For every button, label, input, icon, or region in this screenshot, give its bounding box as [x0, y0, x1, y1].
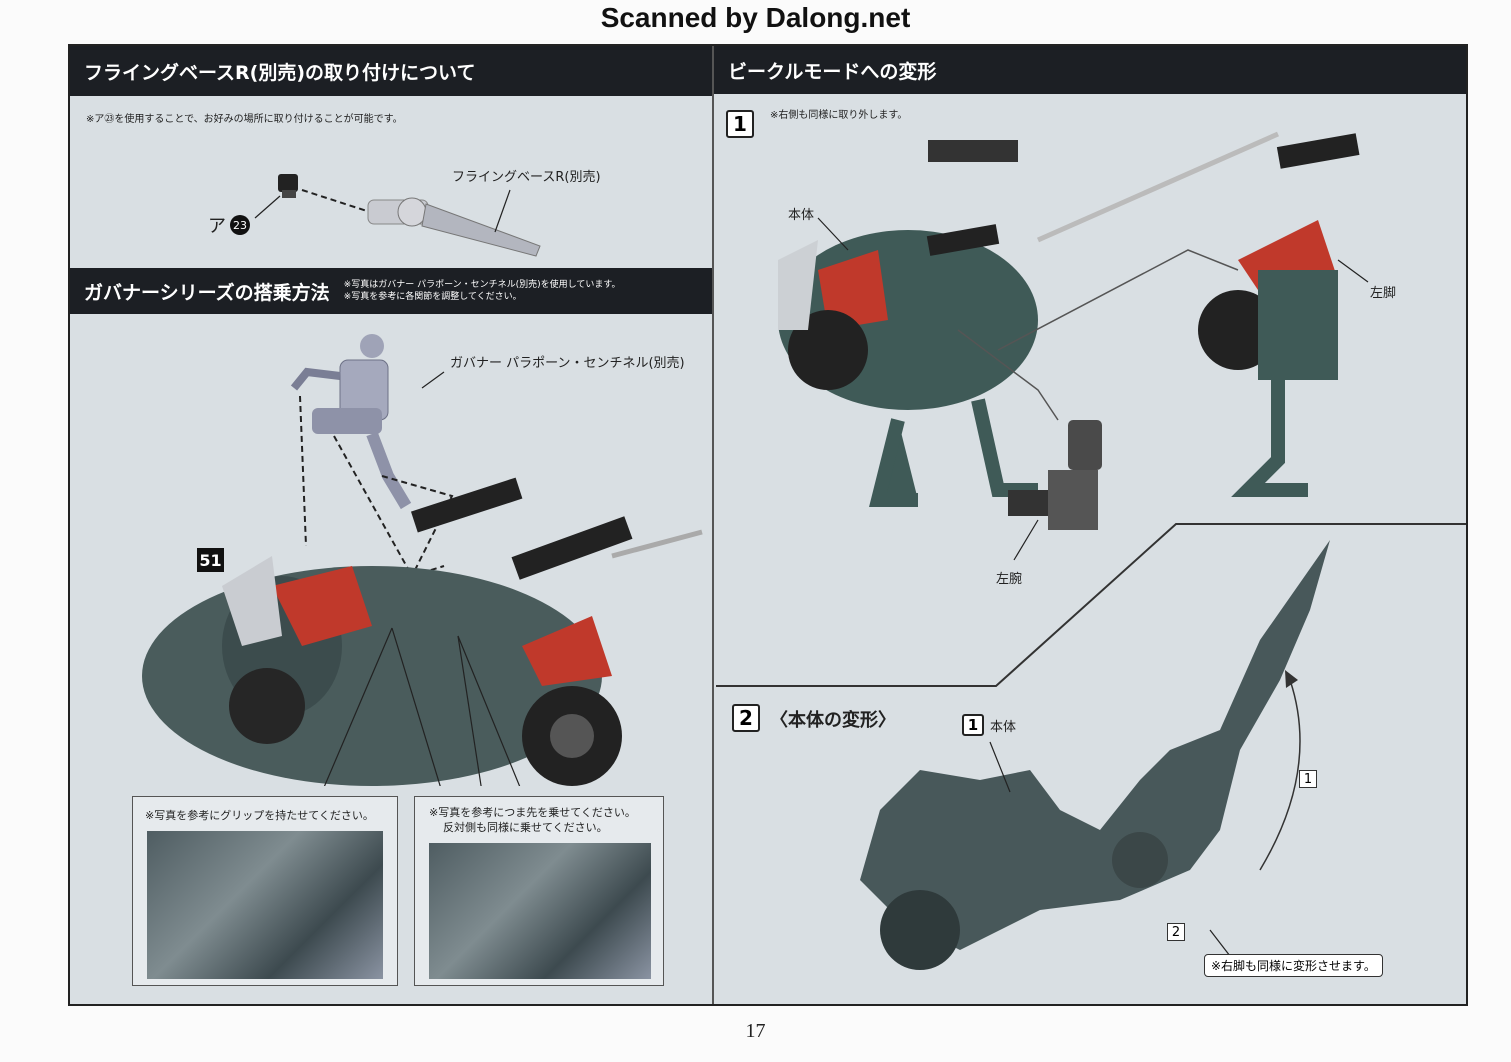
- governor-title: ガバナーシリーズの搭乗方法: [84, 281, 330, 304]
- dashed-guide: [381, 475, 454, 577]
- inset-leader-line: [457, 635, 521, 786]
- governor-figure-label: ガバナー パラポーン・センチネル(別売): [450, 356, 685, 371]
- leader-line: [817, 217, 849, 251]
- leader-line: [494, 189, 511, 233]
- grip-inset-note: ※写真を参考にグリップを持たせてください。: [145, 809, 374, 822]
- vehicle-mode-header: ビークルモードへの変形: [714, 46, 1466, 94]
- dashed-guide: [299, 395, 307, 547]
- step-1-badge: 1: [726, 110, 754, 138]
- body-ref-label: 本体: [990, 719, 1017, 735]
- left-arm-model-icon: [1008, 420, 1102, 530]
- leader-line: [1209, 929, 1231, 957]
- leader-line: [989, 741, 1011, 793]
- flying-base-arm-icon: [367, 197, 541, 257]
- flying-base-header: フライングベースR(別売)の取り付けについて: [70, 46, 712, 96]
- governor-notes: ※写真はガバナー パラポーン・センチネル(別売)を使用しています。 ※写真を参考…: [344, 279, 621, 303]
- left-arm-label: 左腕: [996, 572, 1023, 587]
- flying-base-title: フライングベースR(別売)の取り付けについて: [84, 61, 476, 84]
- toe-inset-box: ※写真を参考につま先を乗せてください。 反対側も同様に乗せてください。: [414, 796, 664, 986]
- governor-boarding-illustration: [142, 334, 703, 786]
- step-1-illustration: [778, 131, 1369, 561]
- left-leg-model-icon: [1198, 133, 1360, 497]
- step-2-body-ref: 1 本体: [962, 714, 1016, 736]
- step-2-badge: 2: [732, 704, 760, 732]
- toe-inset-note-1: ※写真を参考につま先を乗せてください。: [429, 806, 636, 819]
- dashed-guide: [333, 435, 445, 578]
- toe-inset-note-2: 反対側も同様に乗せてください。: [443, 821, 608, 834]
- step-badge-51: 51: [197, 548, 224, 572]
- step-2-illustration: [860, 540, 1330, 970]
- transformed-body-silhouette: [860, 540, 1330, 970]
- inset-leader-line: [391, 627, 441, 786]
- grip-inset-box: ※写真を参考にグリップを持たせてください。: [132, 796, 398, 986]
- detach-arrow: [957, 329, 1059, 421]
- body-model-icon: [778, 131, 1280, 507]
- leader-line: [1013, 519, 1039, 561]
- governor-figure-icon: [290, 334, 412, 510]
- governor-note-1: ※写真はガバナー パラポーン・センチネル(別売)を使用しています。: [343, 280, 621, 290]
- inset-leader-line: [457, 635, 482, 786]
- arrow-2-badge: 2: [1167, 923, 1185, 941]
- toe-inset-photo: [429, 843, 651, 979]
- arrow-head: [1285, 670, 1298, 688]
- toe-inset-note: ※写真を参考につま先を乗せてください。 反対側も同様に乗せてください。: [429, 805, 636, 835]
- body-ref-badge: 1: [962, 714, 984, 736]
- flying-base-note: ※ア㉓を使用することで、お好みの場所に取り付けることが可能です。: [86, 114, 403, 125]
- part-label: ア 23: [208, 212, 250, 238]
- step-2-title: 〈本体の変形〉: [770, 710, 896, 731]
- leader-line: [421, 371, 445, 389]
- vehicle-model-icon: [142, 477, 703, 786]
- step-1-note: ※右側も同様に取り外します。: [770, 110, 908, 121]
- joint-part-icon: [278, 174, 298, 198]
- flying-base-illustration: [254, 174, 541, 257]
- dashed-arrow: [301, 189, 371, 213]
- detach-arrow: [997, 249, 1239, 351]
- vehicle-mode-title: ビークルモードへの変形: [728, 60, 937, 83]
- step-separator: [716, 523, 1466, 687]
- governor-header: ガバナーシリーズの搭乗方法 ※写真はガバナー パラポーン・センチネル(別売)を使…: [70, 268, 712, 314]
- part-number-badge: 23: [230, 215, 250, 235]
- leader-line: [1337, 259, 1369, 283]
- body-label: 本体: [788, 208, 815, 223]
- grip-inset-photo: [147, 831, 383, 979]
- flying-base-product-label: フライングベースR(別売): [452, 170, 601, 185]
- left-leg-label: 左脚: [1370, 286, 1397, 301]
- leader-line: [254, 195, 281, 219]
- part-letter: ア: [208, 216, 226, 237]
- inset-leader-line: [323, 627, 393, 786]
- column-divider: [712, 46, 714, 1004]
- scan-watermark: Scanned by Dalong.net: [600, 2, 911, 33]
- right-leg-note: ※右脚も同様に変形させます。: [1204, 954, 1383, 977]
- rotation-arrow: [1259, 679, 1301, 871]
- arrow-1-badge: 1: [1299, 770, 1317, 788]
- governor-note-2: ※写真を参考に各関節を調整してください。: [343, 292, 522, 302]
- page-number: 17: [745, 1020, 766, 1042]
